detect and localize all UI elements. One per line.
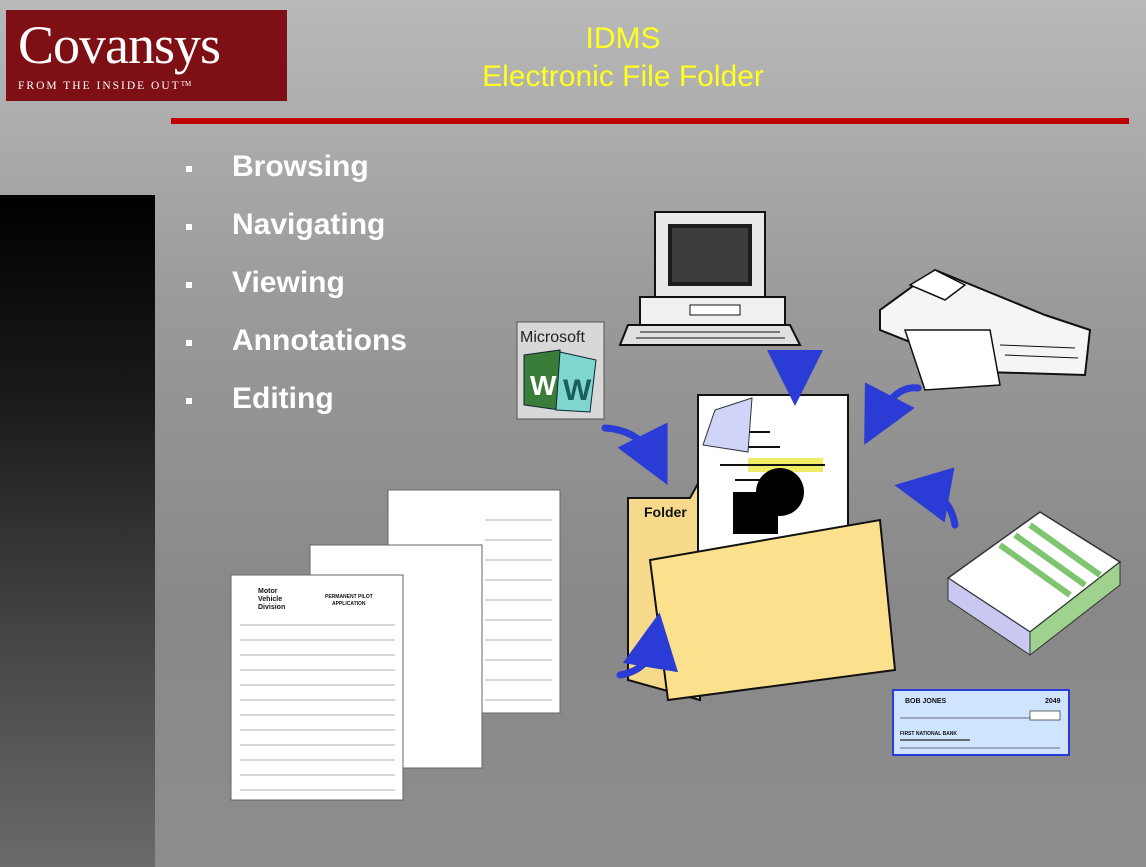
paper-stack-icon — [946, 511, 1122, 657]
bank-check-icon: BOB JONES 2049 FIRST NATIONAL BANK — [892, 689, 1070, 756]
svg-text:Vehicle: Vehicle — [258, 596, 282, 603]
svg-text:Division: Division — [258, 604, 285, 611]
bullet-marker — [186, 398, 192, 404]
application-forms-icon: Motor Vehicle Division PERMANENT PILOT A… — [230, 489, 561, 801]
svg-text:W: W — [563, 374, 592, 407]
bullet-marker — [186, 166, 192, 172]
title-rule — [171, 118, 1129, 124]
check-bank: FIRST NATIONAL BANK — [900, 731, 957, 737]
check-number: 2049 — [1045, 698, 1061, 705]
logo-tagline: FROM THE INSIDE OUTTM — [18, 80, 192, 92]
bullet-marker — [186, 282, 192, 288]
flow-arrows — [601, 349, 959, 679]
svg-text:Motor: Motor — [258, 588, 278, 595]
slide-title-line1: IDMS — [585, 22, 661, 55]
folder-label: Folder — [644, 504, 687, 520]
computer-icon — [618, 211, 802, 346]
check-name: BOB JONES — [905, 698, 947, 705]
slide-title-line2: Electronic File Folder — [482, 60, 764, 93]
left-gradient-bar — [0, 195, 155, 867]
folder-icon: Folder — [627, 394, 897, 702]
covansys-logo: Covansys FROM THE INSIDE OUTTM — [6, 10, 287, 101]
bullet-marker — [186, 340, 192, 346]
svg-text:PERMANENT PILOT: PERMANENT PILOT — [325, 594, 373, 600]
fax-machine-icon — [879, 268, 1092, 391]
logo-wordmark: Covansys — [18, 15, 221, 75]
bullet-marker — [186, 224, 192, 230]
word-logo-text: Microsoft — [520, 329, 585, 346]
svg-text:APPLICATION: APPLICATION — [332, 601, 366, 607]
microsoft-word-icon: Microsoft W W — [516, 321, 605, 420]
svg-text:W: W — [530, 370, 557, 401]
